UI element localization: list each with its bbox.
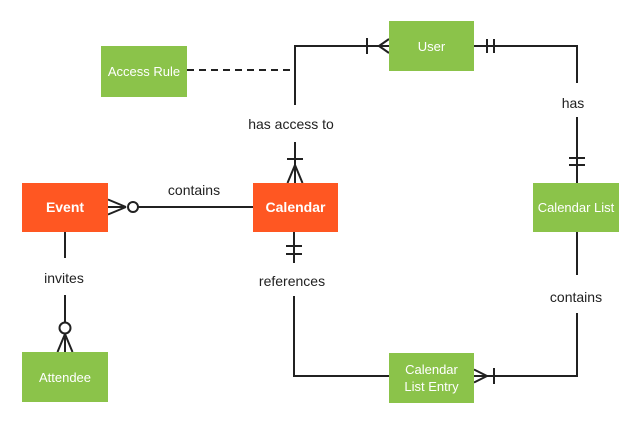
crows-foot-many-event [107,198,127,216]
crows-foot-many-user [378,38,390,54]
relationship-label-has: has [559,95,587,111]
entity-attendee[interactable]: Attendee [22,352,108,402]
relationship-label-has-access-to: has access to [246,116,336,132]
entity-access-rule[interactable]: Access Rule [101,46,187,97]
connector-line [474,45,578,83]
entity-calendar-list[interactable]: Calendar List [533,183,619,232]
relationship-invites [56,232,74,353]
relationship-has [474,39,585,183]
entity-calendar[interactable]: Calendar [253,183,338,232]
zero-circle [58,321,72,335]
relationship-has-access-to [286,38,390,184]
connector-line [294,45,389,105]
relationship-label-contains-event: contains [165,182,223,198]
entity-label: Attendee [38,369,92,385]
entity-calendar-list-entry[interactable]: Calendar List Entry [389,353,474,403]
entity-label: User [417,38,446,54]
crows-foot-many-entry [473,368,488,384]
relationship-contains-entry [473,232,578,384]
crows-foot-many-calendar [286,164,304,184]
entity-label: Calendar [265,199,326,215]
entity-user[interactable]: User [389,21,474,71]
relationship-label-invites: invites [42,270,86,286]
entity-label: Access Rule [107,64,181,79]
connector-line [293,296,389,377]
relationship-label-references: references [256,273,328,289]
entity-event[interactable]: Event [22,183,108,232]
relationship-contains-event [107,198,253,216]
entity-label: Calendar List [537,200,615,215]
relationship-label-contains-entry: contains [547,289,605,305]
entity-label: Event [45,199,85,215]
connector-line [474,313,578,377]
relationship-references [286,232,389,377]
zero-circle [127,201,139,213]
crows-foot-many-attendee [56,333,74,353]
entity-label: Calendar List Entry [404,362,459,394]
